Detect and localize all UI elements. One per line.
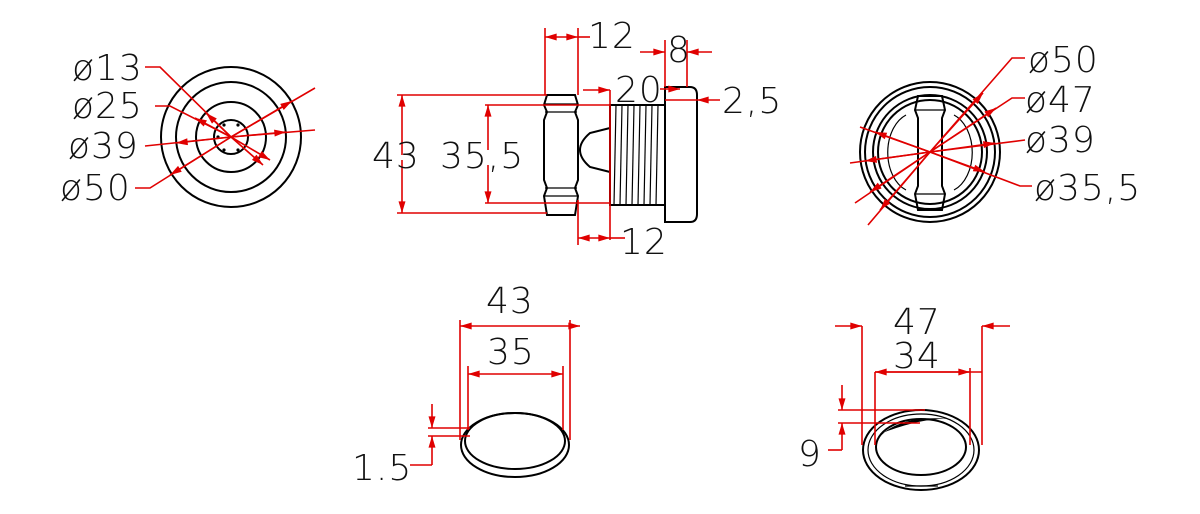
rear-d50-label: ø50: [1028, 40, 1099, 81]
dim-flange-step-label: 2,5: [722, 81, 782, 122]
tee-body: [542, 94, 580, 216]
dim-top-width-label: 12: [588, 16, 636, 57]
rear-tee-body: [913, 95, 947, 211]
front-view-dimensions: [135, 66, 316, 189]
front-d39-label: ø39: [68, 126, 139, 167]
circle-d13: [213, 119, 249, 155]
side-view: 12 8 20 2,5 43 35,5 12: [372, 16, 782, 263]
dim-outer-height-label: 43: [372, 136, 420, 177]
nut-thickness-label: 9: [798, 434, 822, 475]
flange: [664, 86, 698, 223]
dim-flange-width-label: 8: [667, 30, 691, 71]
rear-d35-5-label: ø35,5: [1034, 168, 1141, 209]
dim-thread-length-label: 20: [615, 70, 663, 111]
circle-d39: [175, 81, 287, 193]
dim-inner-height-label: 35,5: [440, 136, 524, 177]
nut-view: 47 34 9: [798, 302, 1010, 491]
front-d13-label: ø13: [72, 48, 143, 89]
washer-view: 43 35 1.5: [352, 281, 580, 489]
front-view: ø13 ø25 ø39 ø50: [60, 48, 316, 209]
washer-dimensions: [410, 320, 580, 466]
dim-bottom-width-label: 12: [620, 222, 668, 263]
nut-dimensions: [828, 322, 1010, 451]
side-view-dimensions: [397, 28, 720, 245]
washer-thickness-label: 1.5: [352, 448, 412, 489]
circle-d25: [195, 101, 267, 173]
front-d25-label: ø25: [72, 86, 143, 127]
nut-outer-label: 47: [893, 302, 941, 343]
washer-outer-label: 43: [486, 281, 534, 322]
rear-d39-label: ø39: [1025, 120, 1096, 161]
thread-lines: [613, 104, 659, 206]
washer-inner-label: 35: [487, 332, 535, 373]
cone: [579, 127, 611, 173]
circle-d50: [160, 66, 302, 208]
rear-view: ø50 ø47 ø39 ø35,5: [849, 40, 1141, 226]
rear-view-dimensions: [849, 57, 1032, 226]
nut-inner-label: 34: [893, 336, 941, 377]
front-d50-label: ø50: [60, 168, 131, 209]
rear-d47-label: ø47: [1025, 80, 1096, 121]
